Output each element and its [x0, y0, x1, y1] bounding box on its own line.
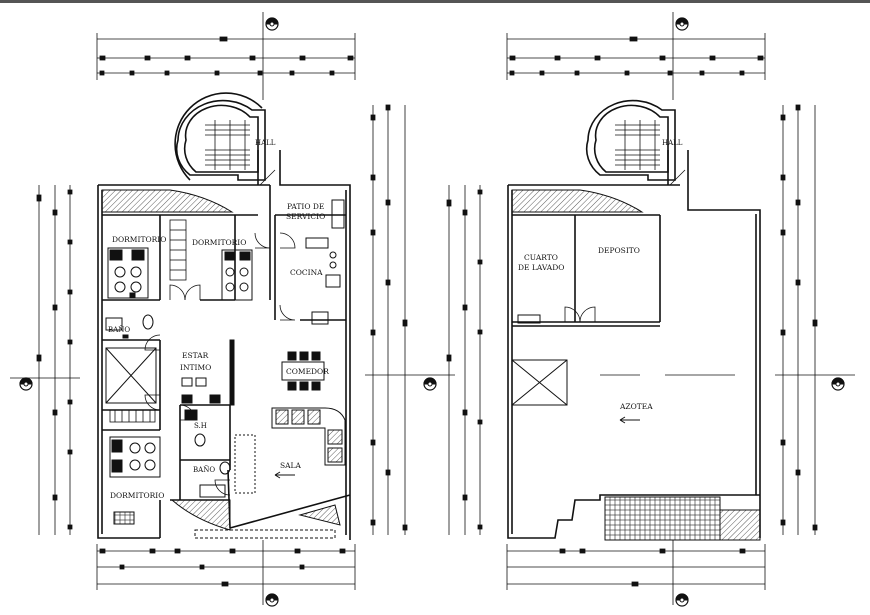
room-label-hall: HALL — [255, 139, 276, 147]
dimension-lines-bottom-left — [96, 540, 356, 605]
room-label-sala: SALA — [280, 461, 302, 470]
room-label-sh: S.H — [194, 422, 207, 430]
dimension-lines-side-right — [365, 104, 455, 535]
north-marker-icon — [675, 593, 689, 607]
doors-right — [564, 169, 686, 323]
stairs-icon — [109, 120, 250, 423]
room-label-bano: BAÑO — [193, 465, 215, 474]
dimension-lines-side-left — [10, 185, 80, 535]
room-label-bano: BAÑO — [108, 325, 130, 334]
kitchen-fixtures — [305, 199, 345, 325]
plan-left — [10, 12, 455, 607]
bed-icon — [109, 436, 161, 478]
section-marker-icon — [831, 377, 845, 391]
room-label-dormitorio: DORMITORIO — [192, 238, 246, 247]
walls-left — [97, 92, 351, 540]
header-bar — [0, 0, 870, 3]
room-label-intimo: INTIMO — [180, 363, 211, 372]
room-label-de-lavado: DE LAVADO — [518, 263, 564, 272]
table-icon — [281, 351, 325, 391]
room-label-servicio: SERVICIO — [286, 212, 325, 221]
doors-left — [144, 169, 296, 496]
room-label-hall: HALL — [662, 139, 683, 147]
room-label-azotea: AZOTEA — [619, 402, 653, 411]
dimension-lines-top-right — [506, 12, 766, 100]
room-label-dormitorio: DORMITORIO — [112, 235, 166, 244]
room-label-comedor: COMEDOR — [286, 367, 329, 376]
balcony-top-right — [511, 189, 644, 213]
section-marker-icon — [423, 377, 437, 391]
north-marker-icon — [675, 17, 689, 31]
room-label-deposito: DEPOSITO — [598, 246, 640, 255]
dimension-lines-side-right-2 — [775, 104, 855, 535]
north-marker-icon — [265, 17, 279, 31]
room-label-cocina: COCINA — [290, 268, 323, 277]
balcony-bottom-left — [170, 499, 231, 531]
north-marker-icon — [265, 593, 279, 607]
balcony-top-left — [101, 189, 234, 213]
water-tank-icon — [511, 359, 568, 406]
plan-right — [446, 12, 855, 607]
room-label-dormitorio: DORMITORIO — [110, 491, 164, 500]
sofa-icon — [271, 407, 346, 466]
toilet-icon — [105, 314, 256, 498]
room-label-cuarto: CUARTO — [524, 253, 558, 262]
room-label-patio: PATIO DE — [287, 202, 324, 211]
dimension-lines-bottom-right — [506, 540, 766, 605]
room-labels-left: DORMITORIO DORMITORIO PATIO DE SERVICIO … — [108, 139, 329, 500]
terrace-grid — [604, 496, 721, 541]
stairs-icon — [615, 120, 660, 170]
walls-right — [507, 99, 761, 539]
room-label-estar: ESTAR — [182, 351, 209, 360]
dimension-lines-side-left-2 — [446, 185, 483, 535]
bed-icon — [107, 247, 149, 299]
room-labels-right: HALL CUARTO DE LAVADO DEPOSITO AZOTEA — [518, 139, 683, 411]
bed-icon — [221, 249, 253, 301]
balcony-bottom-right — [298, 504, 341, 526]
section-marker-icon — [19, 377, 33, 391]
dimension-lines-top-left — [96, 12, 356, 100]
